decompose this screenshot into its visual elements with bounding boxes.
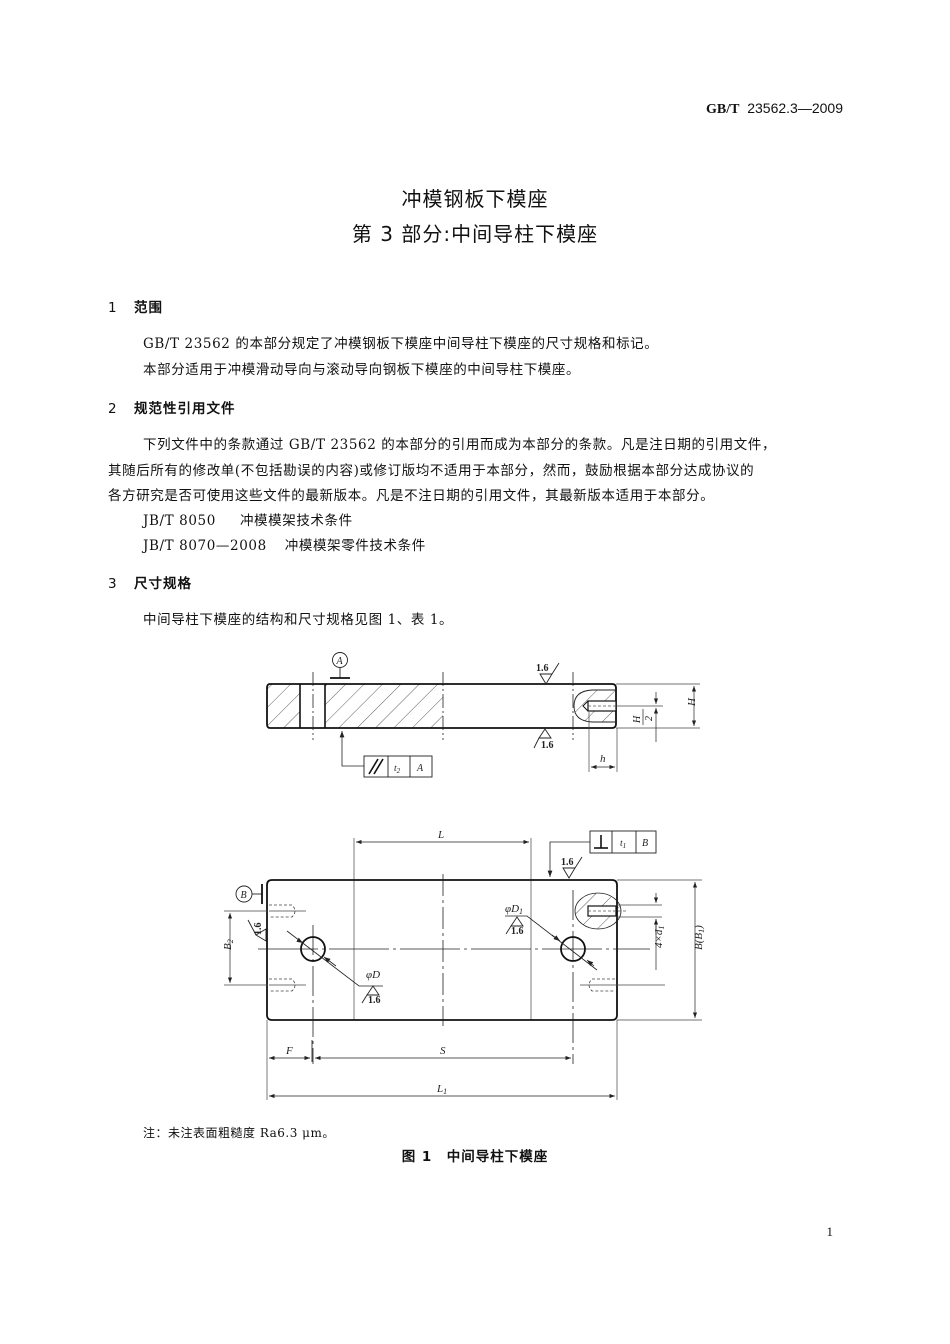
roughness-symbol: 1.6: [505, 916, 524, 937]
parallelism-icon: [368, 758, 384, 775]
section-1-paragraph-2: 本部分适用于冲模滑动导向与滚动导向钢板下模座的中间导柱下模座。: [143, 362, 581, 378]
guide-hole-d1: [560, 936, 586, 962]
svg-text:B: B: [241, 890, 247, 901]
standard-code: GB/T 23562.3—2009: [0, 100, 843, 118]
roughness-symbol: 1.6: [533, 728, 554, 751]
plan-view: L B B2: [222, 829, 706, 1100]
svg-text:B2: B2: [222, 939, 235, 950]
svg-text:1.6: 1.6: [541, 740, 554, 751]
svg-text:B: B: [642, 838, 648, 849]
svg-text:2: 2: [644, 716, 655, 721]
svg-text:A: A: [416, 763, 424, 774]
section-2-paragraph-line-1: 下列文件中的条款通过 GB/T 23562 的本部分的引用而成为本部分的条款。凡…: [143, 437, 777, 453]
parallelism-tolerance-frame: t2 A: [363, 755, 433, 778]
svg-text:H: H: [632, 715, 643, 724]
figure-caption: 图 1 中间导柱下模座: [401, 1149, 549, 1165]
figure-note: 注：未注表面粗糙度 Ra6.3 μm。: [143, 1126, 335, 1140]
section-2-paragraph-line-2: 其随后所有的修改单(不包括勘误的内容)或修订版均不适用于本部分，然而，鼓励根据本…: [108, 463, 755, 479]
svg-text:B(B1): B(B1): [693, 925, 706, 950]
svg-text:t1: t1: [620, 839, 626, 850]
svg-text:1.6: 1.6: [561, 857, 574, 868]
svg-text:1.6: 1.6: [511, 926, 524, 937]
roughness-symbol: 1.6: [536, 662, 560, 685]
svg-text:H: H: [686, 697, 698, 707]
svg-text:F: F: [285, 1045, 293, 1057]
svg-text:L1: L1: [436, 1083, 447, 1096]
svg-text:φD1: φD1: [505, 903, 523, 916]
roughness-symbol: 1.6: [561, 856, 583, 879]
perpendicularity-icon: [594, 835, 608, 849]
svg-text:L: L: [437, 829, 444, 841]
guide-hole-d: [300, 936, 326, 962]
svg-text:S: S: [440, 1045, 446, 1057]
svg-text:A: A: [336, 656, 344, 667]
standard-number: 23562.3—2009: [747, 100, 843, 116]
document-subtitle: 第 3 部分:中间导柱下模座: [351, 222, 599, 246]
section-view: A t2 A 1.6 1.6: [266, 652, 700, 778]
document-title: 冲模钢板下模座: [401, 187, 549, 211]
section-1-paragraph-1: GB/T 23562 的本部分规定了冲模钢板下模座中间导柱下模座的尺寸规格和标记…: [143, 336, 659, 352]
svg-text:φD: φD: [366, 969, 380, 981]
svg-text:h: h: [600, 753, 606, 765]
roughness-symbol: 1.6: [247, 919, 267, 942]
datum-b-symbol: B: [235, 884, 263, 904]
section-3-paragraph-1: 中间导柱下模座的结构和尺寸规格见图 1、表 1。: [143, 612, 454, 628]
datum-a-symbol: A: [330, 652, 350, 679]
section-2-paragraph-line-3: 各方研究是否可使用这些文件的最新版本。凡是不注日期的引用文件，其最新版本适用于本…: [108, 488, 715, 504]
page-number: 1: [826, 1224, 834, 1239]
standard-prefix: GB/T: [705, 102, 740, 117]
svg-text:1.6: 1.6: [253, 923, 264, 936]
svg-text:t2: t2: [394, 764, 401, 775]
svg-text:1.6: 1.6: [536, 663, 549, 674]
perpendicularity-tolerance-frame: t1 B: [589, 830, 657, 854]
svg-text:1.6: 1.6: [368, 995, 381, 1006]
svg-text:4×d1: 4×d1: [653, 926, 666, 948]
roughness-symbol: 1.6: [361, 985, 381, 1006]
